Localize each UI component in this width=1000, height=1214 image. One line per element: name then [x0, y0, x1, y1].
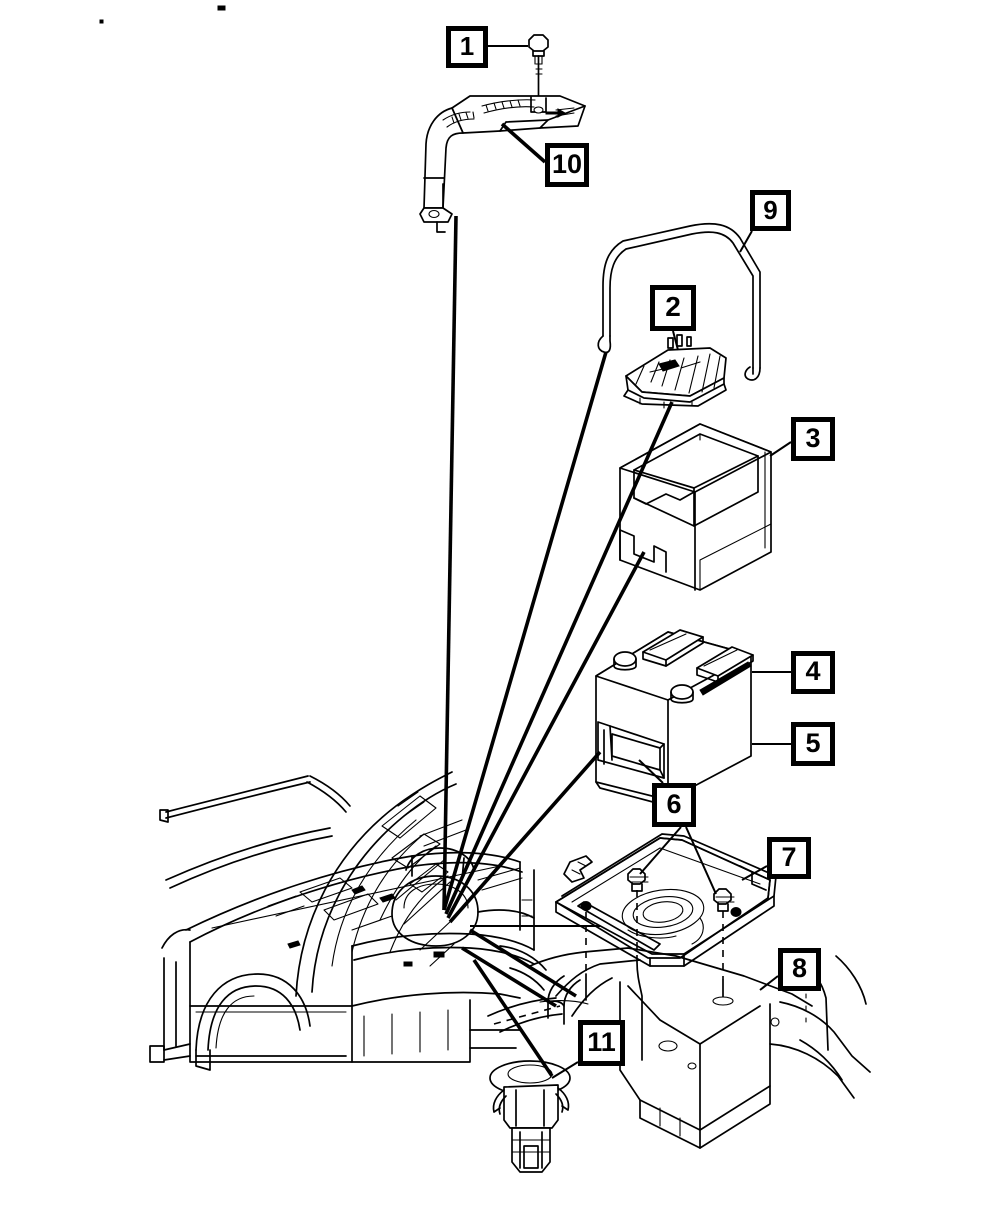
- part-battery-hold-down-rod: [597, 222, 761, 381]
- callout-label-4: 4: [805, 656, 821, 686]
- part-battery: [595, 629, 754, 807]
- leader-lines: [442, 45, 792, 1079]
- callout-box-8[interactable]: 8: [778, 948, 821, 991]
- callout-box-11[interactable]: 11: [578, 1020, 625, 1066]
- callout-label-5: 5: [805, 727, 821, 758]
- part-grommet-retainer: [489, 1060, 571, 1173]
- callout-box-3[interactable]: 3: [791, 417, 835, 461]
- callout-label-11: 11: [587, 1026, 616, 1057]
- callout-box-9[interactable]: 9: [750, 190, 791, 231]
- part-heat-shield-bracket: [623, 334, 727, 409]
- callout-box-7[interactable]: 7: [767, 837, 811, 879]
- callout-box-6[interactable]: 6: [652, 783, 696, 827]
- vehicle-engine-compartment: [149, 771, 547, 1071]
- part-battery-cover-shield: [619, 423, 772, 591]
- callout-box-5[interactable]: 5: [791, 722, 835, 766]
- callout-box-10[interactable]: 10: [545, 143, 589, 187]
- stray-marks: [99, 5, 226, 24]
- callout-label-8: 8: [791, 953, 808, 983]
- callout-label-3: 3: [805, 422, 821, 453]
- part-hold-down-j-bolts: [585, 868, 735, 1061]
- callout-box-2[interactable]: 2: [650, 285, 696, 331]
- callout-label-2: 2: [665, 291, 681, 322]
- callout-label-6: 6: [666, 788, 682, 819]
- callout-label-7: 7: [781, 841, 797, 872]
- part-battery-support-strap: [419, 95, 586, 233]
- callout-box-4[interactable]: 4: [791, 651, 835, 694]
- callout-label-9: 9: [763, 194, 778, 225]
- part-battery-tray: [555, 833, 777, 967]
- callout-box-1[interactable]: 1: [446, 26, 488, 68]
- callout-label-1: 1: [459, 31, 475, 61]
- callout-label-10: 10: [551, 148, 583, 179]
